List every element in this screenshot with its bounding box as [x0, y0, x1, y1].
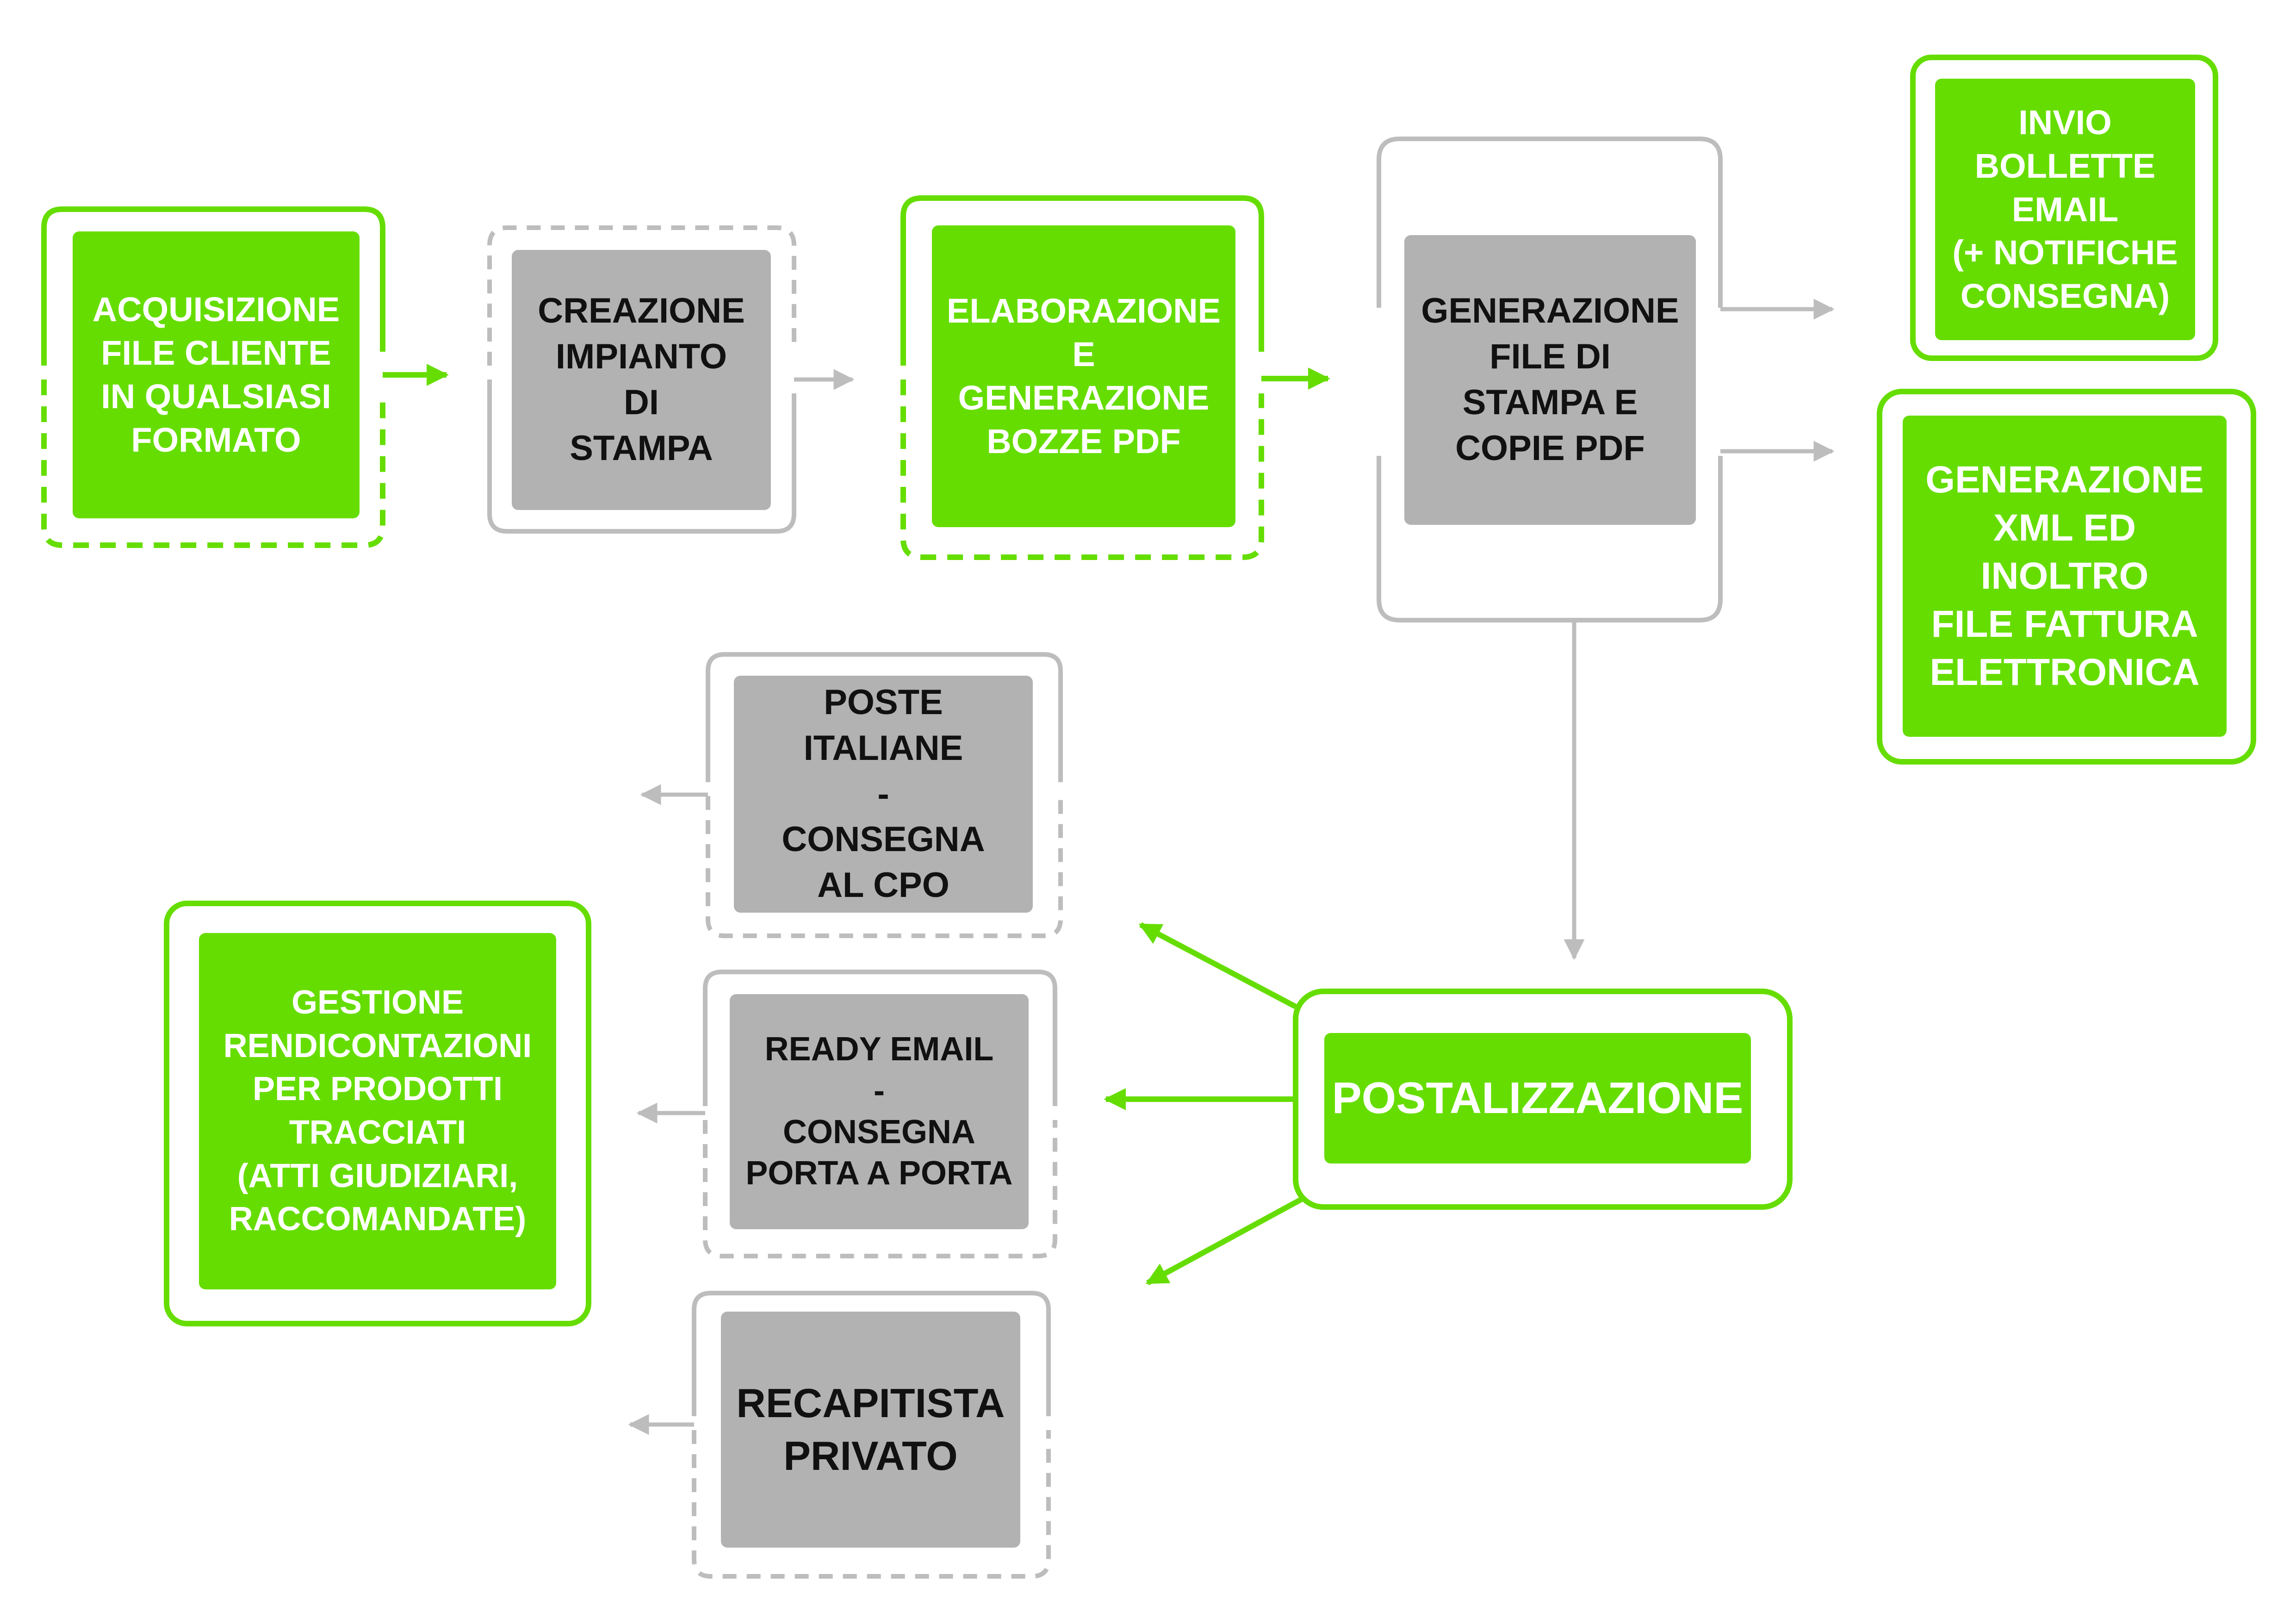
node-recapitista-privato: RECAPITISTA PRIVATO — [721, 1312, 1020, 1548]
frame-generazione-stampa — [1377, 137, 1723, 622]
node-ready-email: READY EMAIL - CONSEGNA PORTA A PORTA — [730, 994, 1029, 1229]
frame-invio-bollette — [1910, 55, 2218, 361]
node-generazione-xml: GENERAZIONE XML ED INOLTRO FILE FATTURA … — [1903, 416, 2227, 737]
frame-acquisizione — [41, 206, 385, 548]
frame-creazione — [487, 225, 796, 534]
arrow-postalizzazione-to-poste — [1138, 922, 1297, 1009]
frame-ready-email — [703, 970, 1057, 1258]
frame-poste-italiane — [706, 652, 1063, 938]
node-elaborazione: ELABORAZIONE E GENERAZIONE BOZZE PDF — [932, 225, 1235, 527]
node-gestione-rendicontazioni: GESTIONE RENDICONTAZIONI PER PRODOTTI TR… — [199, 933, 556, 1289]
node-acquisizione: ACQUISIZIONE FILE CLIENTE IN QUALSIASI F… — [73, 231, 360, 518]
frame-gestione — [164, 901, 591, 1326]
frame-generazione-xml — [1877, 389, 2256, 765]
frame-recapitista — [692, 1291, 1051, 1579]
node-poste-italiane: POSTE ITALIANE - CONSEGNA AL CPO — [734, 676, 1033, 913]
frame-elaborazione — [900, 195, 1264, 560]
node-invio-bollette: INVIO BOLLETTE EMAIL (+ NOTIFICHE CONSEG… — [1935, 79, 2195, 340]
node-creazione-impianto: CREAZIONE IMPIANTO DI STAMPA — [512, 250, 771, 510]
arrow-postalizzazione-to-recapitista — [1145, 1196, 1304, 1286]
node-generazione-stampa: GENERAZIONE FILE DI STAMPA E COPIE PDF — [1404, 235, 1696, 525]
node-postalizzazione: POSTALIZZAZIONE — [1324, 1033, 1751, 1164]
